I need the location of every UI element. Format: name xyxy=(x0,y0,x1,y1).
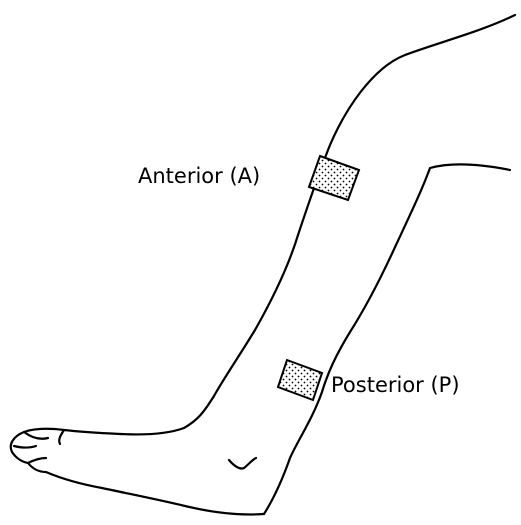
anterior-label: Anterior (A) xyxy=(138,166,260,187)
posterior-label: Posterior (P) xyxy=(331,375,460,396)
foot-outline xyxy=(11,429,264,515)
toe-lines xyxy=(14,430,64,463)
leg-anterior-outline xyxy=(264,164,510,514)
posterior-electrode-pad xyxy=(278,360,322,400)
ankle-mark xyxy=(229,458,256,469)
anterior-electrode-pad xyxy=(309,156,359,200)
